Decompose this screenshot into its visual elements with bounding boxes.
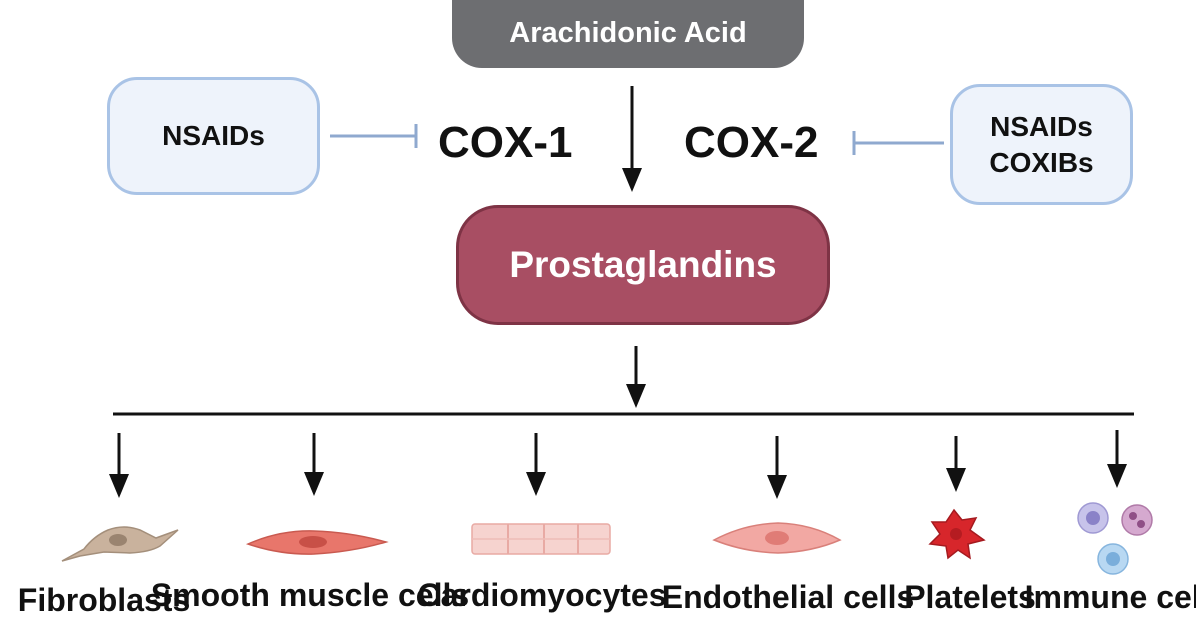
arachidonic-acid-label: Arachidonic Acid xyxy=(509,16,747,49)
target-label-immune: Immune cells xyxy=(1024,579,1196,615)
target-arrow-head xyxy=(109,474,129,498)
inhibitor-left-label: NSAIDs xyxy=(162,120,265,151)
inhibitor-right-label-2: COXIBs xyxy=(989,146,1094,178)
inhibitor-box-right: NSAIDs COXIBs xyxy=(950,84,1133,205)
target-arrow-head xyxy=(946,468,966,492)
target-arrow-head xyxy=(304,472,324,496)
prostaglandins-label: Prostaglandins xyxy=(509,244,777,285)
target-arrow-head xyxy=(1107,464,1127,488)
target-label-fibroblasts: Fibroblasts xyxy=(17,582,191,618)
target-label-cardiomyocytes: Cardiomyocytes xyxy=(417,577,667,613)
target-label-endothelial: Endothelial cells xyxy=(661,579,915,615)
arachidonic-acid-node: Arachidonic Acid xyxy=(452,0,804,68)
fibroblast-icon xyxy=(61,526,179,562)
cox2-label: COX-2 xyxy=(684,118,819,167)
target-label-platelets: Platelets xyxy=(904,579,1036,615)
smooth-muscle-cell-icon xyxy=(245,530,389,555)
target-arrow-head xyxy=(767,475,787,499)
platelet-icon xyxy=(928,508,986,560)
target-label-smooth-muscle: Smooth muscle cells xyxy=(150,577,470,613)
inhibitor-right-label-1: NSAIDs xyxy=(990,110,1093,142)
cox1-label: COX-1 xyxy=(438,118,573,167)
arrow-pg-down-head xyxy=(626,384,646,408)
cardiomyocyte-icon xyxy=(471,523,611,555)
inhibitor-box-left: NSAIDs xyxy=(107,77,320,195)
immune-cells-icon xyxy=(1077,502,1153,575)
arrow-aa-to-pg-head xyxy=(622,168,642,192)
target-arrows xyxy=(109,430,1127,499)
prostaglandins-node: Prostaglandins xyxy=(456,205,830,325)
endothelial-cell-icon xyxy=(712,522,842,554)
target-arrow-head xyxy=(526,472,546,496)
